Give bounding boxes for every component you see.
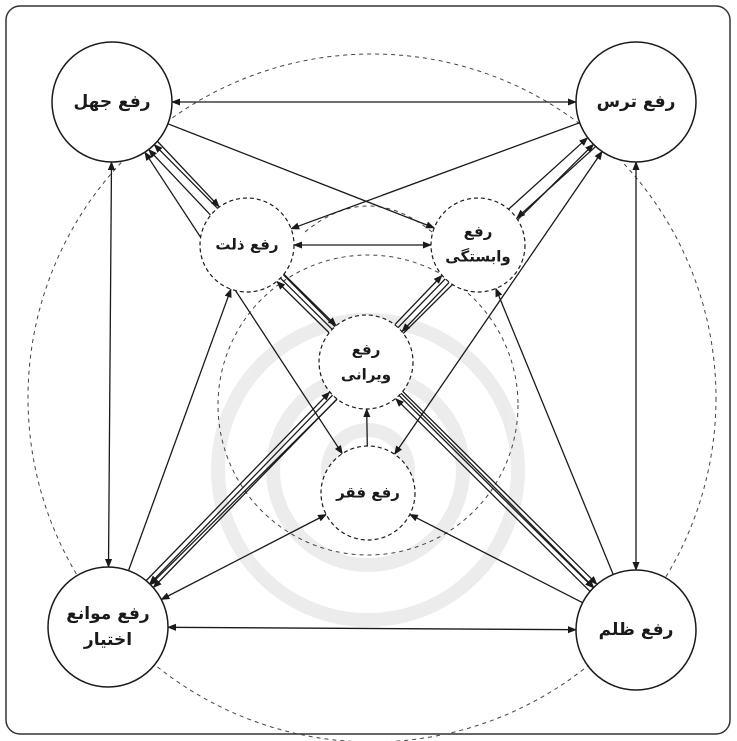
node-raf-mavane-line1: رفع موانع bbox=[66, 604, 149, 624]
connector-arrow bbox=[127, 288, 232, 571]
connector-arrow bbox=[290, 122, 580, 230]
node-raf-faghr: رفع فقر bbox=[320, 445, 416, 541]
node-raf-tars: رفع ترس bbox=[575, 41, 697, 163]
node-raf-zolm-label: رفع ظلم bbox=[599, 620, 674, 640]
connector-arrow bbox=[167, 623, 577, 634]
outer-dashed-circle bbox=[27, 53, 717, 741]
connector-arrow bbox=[157, 141, 220, 208]
node-raf-zellat: رفع ذلت bbox=[199, 197, 295, 293]
node-raf-jahl: رفع جهل bbox=[51, 41, 173, 163]
connector-arrow bbox=[160, 513, 327, 601]
connector-arrow bbox=[516, 146, 596, 219]
edges bbox=[104, 98, 640, 634]
node-raf-mavane-line2: اختیار bbox=[83, 630, 132, 650]
connector-arrow bbox=[104, 161, 116, 568]
connector-arrow bbox=[276, 280, 330, 334]
node-raf-faghr-label: رفع فقر bbox=[335, 484, 400, 502]
node-raf-zellat-label: رفع ذلت bbox=[215, 236, 278, 254]
node-raf-virani-line1: رفع bbox=[352, 341, 381, 359]
connector-arrow bbox=[363, 408, 371, 447]
connector-arrow bbox=[402, 391, 598, 585]
connector-arrow bbox=[508, 137, 589, 210]
connector-arrow bbox=[283, 273, 337, 327]
node-raf-virani: رفع ویرانی bbox=[318, 314, 414, 410]
node-raf-jahl-label: رفع جهل bbox=[73, 92, 150, 112]
node-raf-tars-label: رفع ترس bbox=[597, 92, 676, 112]
node-raf-mavane-ekhtiar: رفع موانع اختیار bbox=[47, 566, 169, 688]
node-raf-vabastegi-line2: وابستگی bbox=[445, 248, 510, 266]
diagram-frame bbox=[5, 5, 731, 735]
node-raf-virani-line2: ویرانی bbox=[341, 366, 391, 384]
connector-arrow bbox=[394, 274, 443, 326]
node-raf-zolm: رفع ظلم bbox=[575, 569, 697, 691]
node-raf-vabastegi: رفع وابستگی bbox=[430, 197, 526, 293]
node-raf-vabastegi-line1: رفع bbox=[464, 223, 493, 241]
